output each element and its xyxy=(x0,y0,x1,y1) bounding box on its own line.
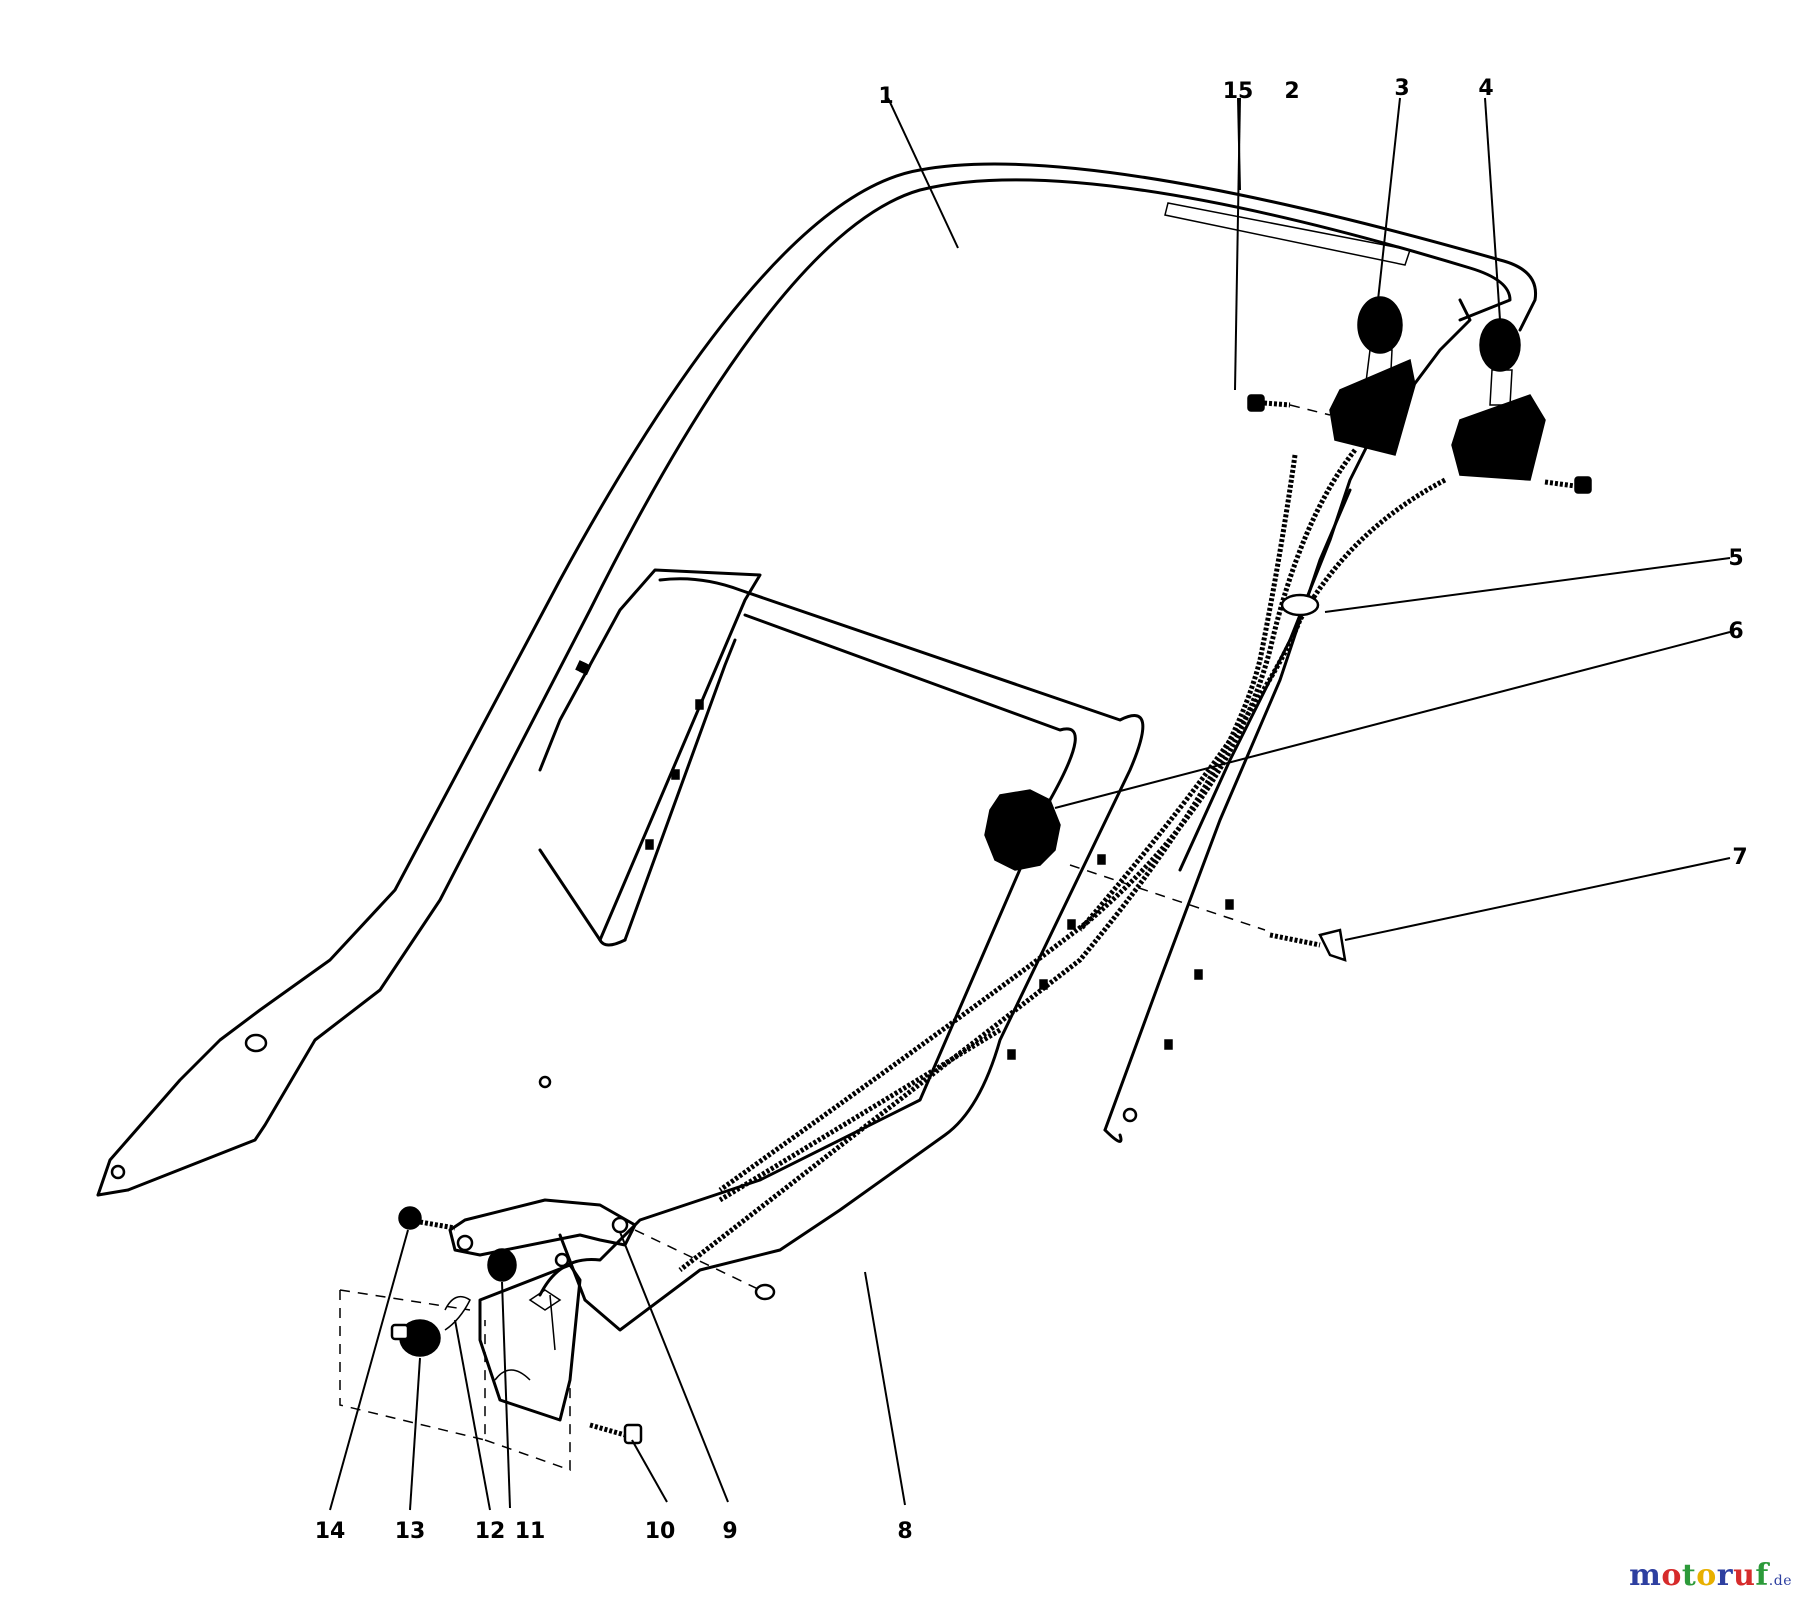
callout-5: 5 xyxy=(1728,546,1743,571)
callout-11: 11 xyxy=(515,1519,546,1544)
callout-6: 6 xyxy=(1728,619,1743,644)
screw-right-control xyxy=(1544,476,1592,494)
watermark-letter: o xyxy=(1696,1558,1717,1593)
leader-lines xyxy=(329,97,1731,1511)
watermark-letter: r xyxy=(1716,1558,1734,1593)
callout-9: 9 xyxy=(722,1519,737,1544)
callout-8: 8 xyxy=(897,1519,912,1544)
callout-15: 15 xyxy=(1223,79,1254,104)
screw-7 xyxy=(1069,864,1347,962)
spacer-11 xyxy=(487,1248,517,1282)
knob xyxy=(984,789,1061,871)
callout-labels: 1 15 2 3 4 5 6 7 8 9 10 11 12 13 14 xyxy=(315,76,1748,1544)
callout-2: 2 xyxy=(1284,79,1299,104)
watermark-letter: o xyxy=(1661,1558,1682,1593)
hairpin-12 xyxy=(444,1295,471,1331)
bolt-14 xyxy=(398,1206,456,1231)
callout-7: 7 xyxy=(1732,845,1747,870)
mounting-outline xyxy=(339,1289,571,1472)
watermark-letter: u xyxy=(1733,1558,1756,1593)
control-lever-left xyxy=(1329,296,1416,456)
knob-13 xyxy=(390,1319,441,1357)
cable-tie xyxy=(1280,593,1320,617)
callout-13: 13 xyxy=(395,1519,426,1544)
screw-2 xyxy=(1247,394,1331,416)
control-cables xyxy=(678,448,1447,1272)
callout-4: 4 xyxy=(1478,76,1493,101)
callout-1: 1 xyxy=(878,84,893,109)
bracket-plate xyxy=(478,1263,582,1422)
callout-3: 3 xyxy=(1394,76,1409,101)
motoruf-watermark-logo: motoruf.de xyxy=(1629,1558,1792,1593)
watermark-letter: t xyxy=(1681,1558,1697,1593)
bolt-10 xyxy=(589,1422,643,1445)
watermark-letter: m xyxy=(1629,1558,1662,1593)
upper-handle xyxy=(96,162,1538,1197)
callout-12: 12 xyxy=(475,1519,506,1544)
callout-10: 10 xyxy=(645,1519,676,1544)
watermark-letter: f xyxy=(1755,1558,1769,1593)
watermark-suffix: .de xyxy=(1768,1573,1792,1589)
control-lever-right xyxy=(1451,318,1546,481)
callout-14: 14 xyxy=(315,1519,346,1544)
